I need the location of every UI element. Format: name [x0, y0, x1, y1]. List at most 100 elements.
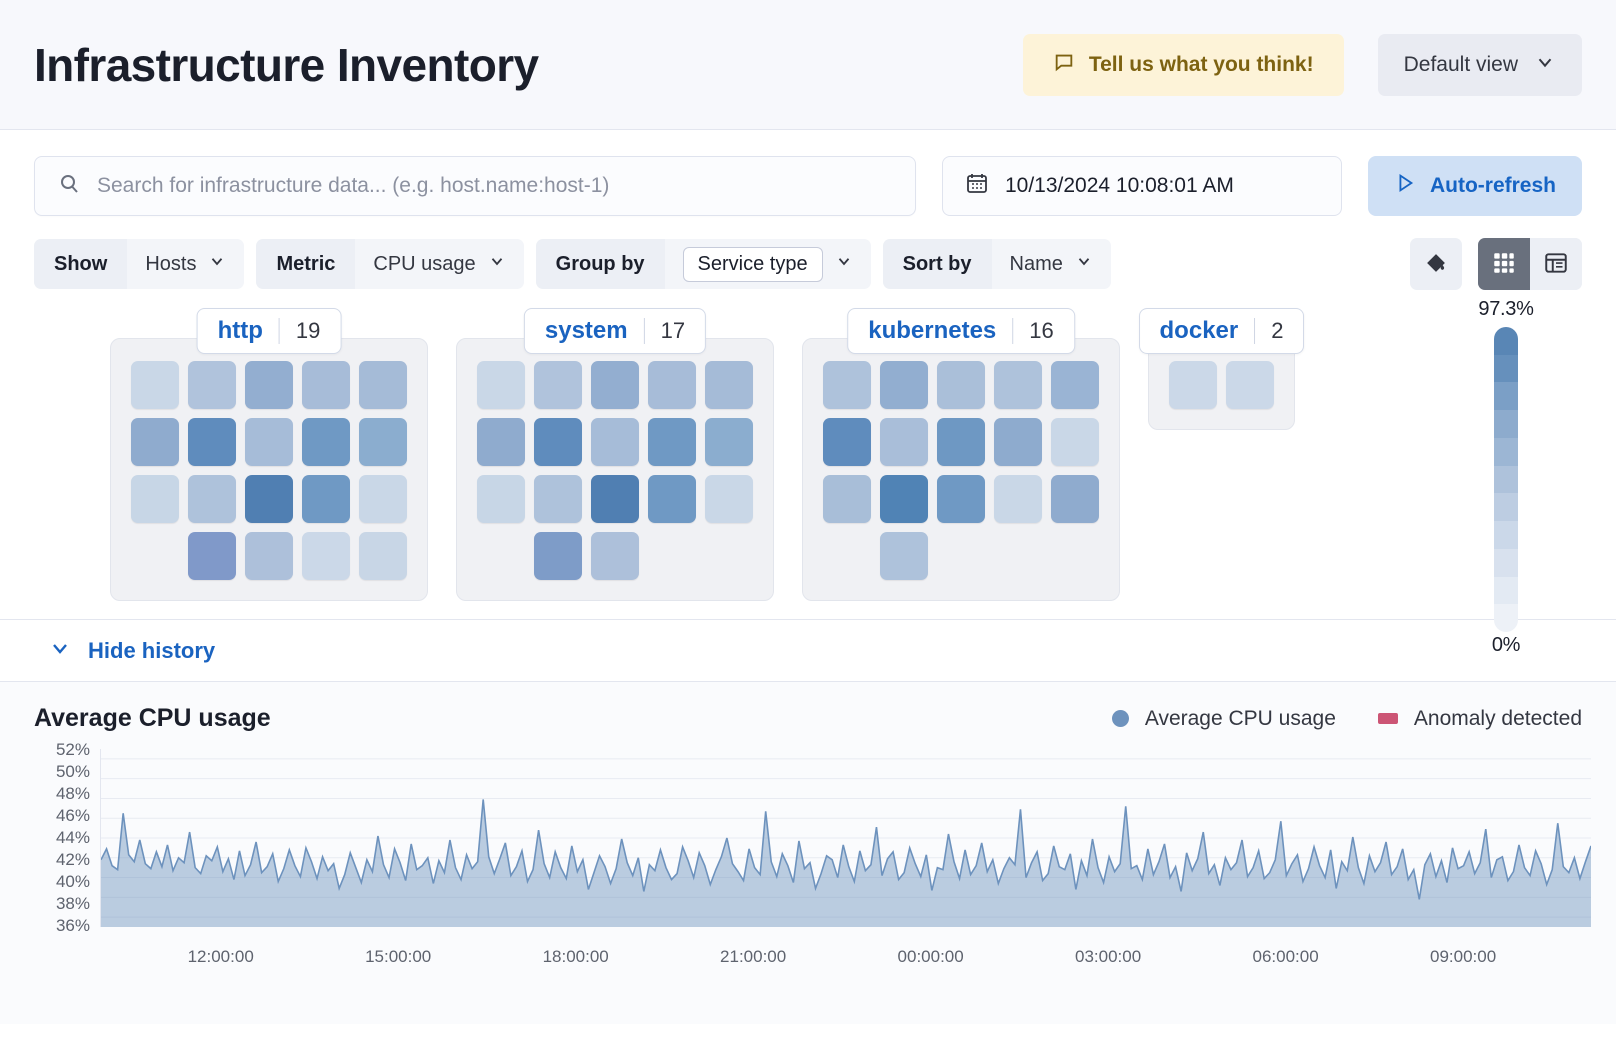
waffle-cell[interactable]: [302, 361, 350, 409]
control-group-by-value[interactable]: Service type: [664, 239, 871, 289]
waffle-cell[interactable]: [937, 361, 985, 409]
auto-refresh-label: Auto-refresh: [1429, 174, 1556, 197]
chevron-down-icon: [835, 252, 853, 276]
group-separator: [1254, 318, 1256, 344]
waffle-cell[interactable]: [880, 475, 928, 523]
waffle-cell[interactable]: [245, 532, 293, 580]
waffle-cell[interactable]: [477, 361, 525, 409]
waffle-cell[interactable]: [823, 418, 871, 466]
legend-segment: [1494, 604, 1518, 632]
waffle-cell[interactable]: [359, 361, 407, 409]
control-show-value-text: Hosts: [145, 252, 197, 275]
waffle-cell[interactable]: [648, 418, 696, 466]
map-view-button[interactable]: [1478, 238, 1530, 290]
waffle-cell[interactable]: [1051, 475, 1099, 523]
waffle-cell[interactable]: [188, 418, 236, 466]
waffle-cell[interactable]: [534, 475, 582, 523]
waffle-row: [477, 532, 753, 580]
waffle-cell[interactable]: [302, 418, 350, 466]
waffle-cell[interactable]: [591, 418, 639, 466]
waffle-cell[interactable]: [591, 475, 639, 523]
page-title: Infrastructure Inventory: [34, 38, 539, 91]
legend-item-average-cpu-usage[interactable]: Average CPU usage: [1111, 707, 1336, 731]
waffle-cell[interactable]: [131, 361, 179, 409]
waffle-cell[interactable]: [477, 418, 525, 466]
y-tick-label: 48%: [55, 784, 90, 803]
search-input[interactable]: [97, 174, 893, 198]
search-row: 10/13/2024 10:08:01 AM Auto-refresh: [34, 156, 1582, 216]
x-tick-label: 03:00:00: [1075, 947, 1142, 966]
waffle-cell[interactable]: [648, 475, 696, 523]
waffle-cell[interactable]: [245, 475, 293, 523]
x-tick-label: 09:00:00: [1429, 947, 1497, 966]
group-badge[interactable]: http 19: [196, 308, 342, 354]
waffle-cell[interactable]: [705, 475, 753, 523]
waffle-cell[interactable]: [1169, 361, 1217, 409]
waffle-cell[interactable]: [534, 361, 582, 409]
waffle-cell[interactable]: [994, 418, 1042, 466]
feedback-button[interactable]: Tell us what you think!: [1022, 33, 1344, 96]
waffle-cell[interactable]: [534, 418, 582, 466]
waffle-cell[interactable]: [648, 361, 696, 409]
control-metric-value[interactable]: CPU usage: [355, 239, 524, 289]
waffle-cell[interactable]: [359, 475, 407, 523]
group-count: 17: [660, 318, 686, 343]
waffle-cell[interactable]: [245, 361, 293, 409]
waffle-cell[interactable]: [880, 532, 928, 580]
waffle-row: [131, 418, 407, 466]
waffle-cell[interactable]: [1226, 361, 1274, 409]
waffle-cell[interactable]: [302, 532, 350, 580]
waffle-cell[interactable]: [994, 361, 1042, 409]
waffle-cell[interactable]: [534, 532, 582, 580]
waffle-cell[interactable]: [705, 361, 753, 409]
waffle-cell[interactable]: [188, 475, 236, 523]
waffle-cell[interactable]: [188, 532, 236, 580]
group-count: 2: [1271, 318, 1284, 343]
control-metric: Metric CPU usage: [256, 239, 524, 289]
waffle-cell[interactable]: [131, 475, 179, 523]
waffle-cell[interactable]: [1051, 361, 1099, 409]
waffle-cell[interactable]: [937, 418, 985, 466]
waffle-cell[interactable]: [880, 418, 928, 466]
waffle-cell[interactable]: [880, 361, 928, 409]
waffle-cell[interactable]: [245, 418, 293, 466]
waffle-cell[interactable]: [937, 475, 985, 523]
waffle-cell[interactable]: [188, 361, 236, 409]
control-group-by-value-text: Service type: [682, 246, 823, 282]
date-picker[interactable]: 10/13/2024 10:08:01 AM: [941, 156, 1342, 216]
group-count: 19: [295, 318, 321, 343]
waffle-cell[interactable]: [823, 475, 871, 523]
view-selector-button[interactable]: Default view: [1377, 33, 1582, 96]
waffle-cell[interactable]: [302, 475, 350, 523]
group-name: kubernetes: [868, 317, 997, 344]
chevron-down-icon: [488, 252, 506, 276]
legend-segment: [1494, 465, 1518, 494]
waffle-cell[interactable]: [359, 532, 407, 580]
waffle-row: [823, 532, 1099, 580]
control-show-value[interactable]: Hosts: [127, 239, 245, 289]
hide-history-toggle[interactable]: Hide history: [0, 620, 1616, 682]
waffle-cell[interactable]: [1051, 418, 1099, 466]
waffle-cell[interactable]: [131, 418, 179, 466]
color-fill-icon-button[interactable]: [1410, 238, 1462, 290]
auto-refresh-button[interactable]: Auto-refresh: [1367, 156, 1582, 216]
waffle-cell[interactable]: [994, 475, 1042, 523]
waffle-cell[interactable]: [359, 418, 407, 466]
waffle-cell[interactable]: [591, 532, 639, 580]
group-panel: [802, 338, 1120, 601]
group-name: http: [217, 317, 263, 344]
waffle-cell[interactable]: [591, 361, 639, 409]
waffle-cell[interactable]: [823, 361, 871, 409]
control-sort-by-value[interactable]: Name: [991, 239, 1111, 289]
waffle-cell[interactable]: [477, 475, 525, 523]
table-view-button[interactable]: [1530, 238, 1582, 290]
chart-plot-area[interactable]: [100, 749, 1591, 927]
waffle-cell[interactable]: [705, 418, 753, 466]
legend-item-anomaly-detected[interactable]: Anomaly detected: [1377, 707, 1582, 731]
search-box[interactable]: [34, 156, 916, 216]
